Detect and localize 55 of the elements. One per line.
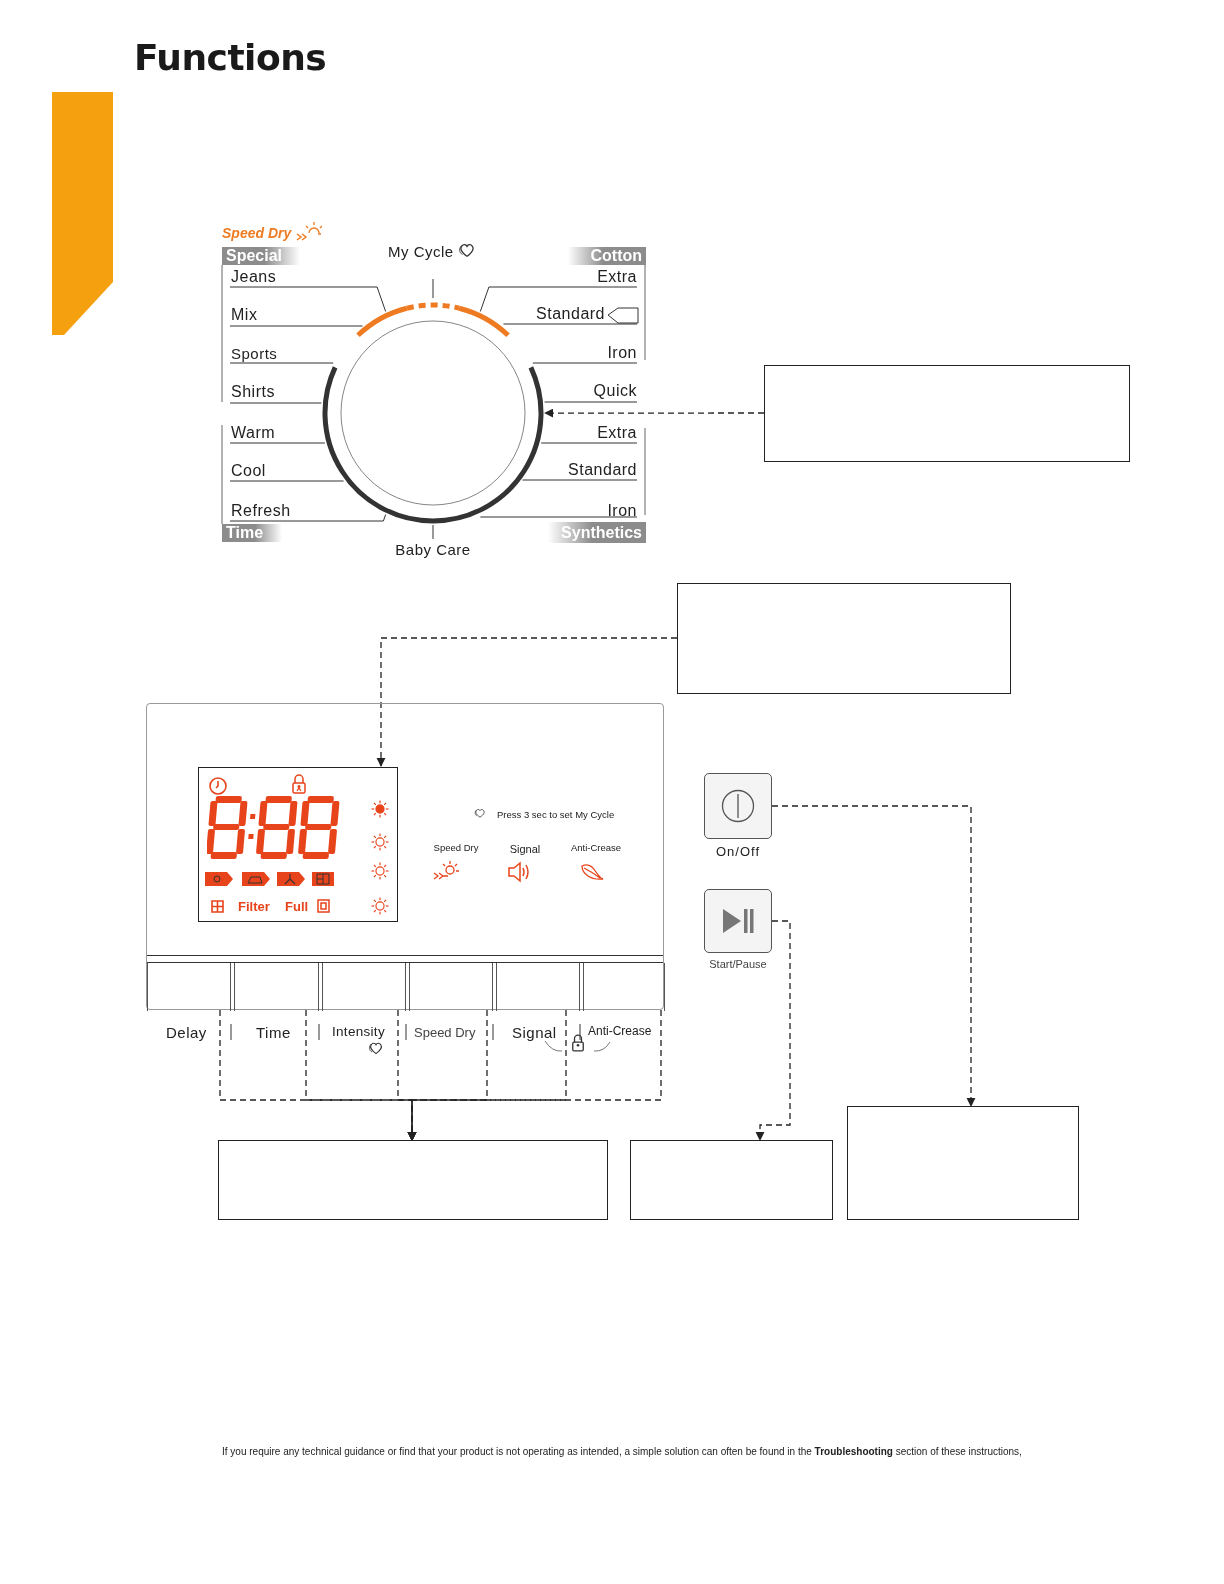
- display-text: Filter: [238, 900, 270, 913]
- dial-label: Cool: [231, 463, 266, 479]
- category-header: Cotton: [568, 247, 646, 265]
- dial-label: Warm: [231, 425, 276, 441]
- panel-label: Press 3 sec to set My Cycle: [497, 810, 615, 820]
- button-label: Time: [256, 1024, 291, 1040]
- dashed-arrow: [407, 1009, 662, 1141]
- dial-label: Baby Care: [395, 541, 471, 557]
- panel-button: [409, 963, 493, 1011]
- dashed-arrow: [771, 805, 976, 1107]
- panel-label: Anti-Crease: [570, 843, 622, 853]
- dial-label: Jeans: [231, 269, 277, 285]
- button-label: Speed Dry: [414, 1025, 476, 1039]
- panel-button: [147, 963, 231, 1011]
- panel-button: [322, 963, 406, 1011]
- dial-label: My Cycle: [388, 243, 454, 259]
- empty-text-box: [764, 365, 1130, 462]
- dial-label: Extra: [597, 425, 637, 441]
- empty-text-box: [677, 583, 1011, 694]
- dial-label: Speed Dry: [222, 226, 292, 240]
- button-label: Intensity: [332, 1025, 385, 1039]
- dial-label: Shirts: [231, 384, 275, 400]
- dial-label: Refresh: [231, 503, 291, 519]
- control-panel: [146, 703, 664, 1010]
- dial-label: Iron: [607, 503, 637, 519]
- dial-label: Extra: [597, 269, 637, 285]
- dial-label: Standard: [568, 462, 637, 478]
- page-title: Functions: [134, 40, 327, 76]
- empty-text-box: [218, 1140, 608, 1220]
- dashed-arrow: [376, 637, 678, 767]
- dashed-arrow: [755, 920, 791, 1141]
- button-label: Signal: [512, 1024, 557, 1040]
- button-label: On/Off: [715, 845, 761, 858]
- panel-label: Signal: [509, 843, 541, 855]
- dial-label: Quick: [593, 383, 637, 399]
- button-label: Anti-Crease: [588, 1025, 652, 1037]
- dial-label: Mix: [231, 307, 258, 323]
- panel-button: [234, 963, 319, 1011]
- button-label: Delay: [166, 1024, 207, 1040]
- dial-label: Standard: [536, 306, 605, 322]
- empty-text-box: [630, 1140, 833, 1220]
- side-tab: [52, 92, 113, 335]
- footer-note: If you require any technical guidance or find that your product is not operating as intended, a simple solution can often be found in the Troubleshooting section of these instructions,: [222, 1446, 1022, 1459]
- button-label: Start/Pause: [709, 959, 767, 970]
- empty-text-box: [847, 1106, 1079, 1220]
- category-header: Special: [222, 247, 300, 265]
- display-text: Full: [285, 900, 309, 913]
- dashed-arrow: [544, 408, 765, 418]
- dial-label: Sports: [231, 345, 278, 361]
- panel-button: [583, 963, 665, 1011]
- category-header: Time: [222, 524, 282, 542]
- lcd-display: [198, 767, 398, 922]
- dial-label: Iron: [607, 345, 637, 361]
- panel-label: Speed Dry: [433, 843, 479, 853]
- panel-button: [496, 963, 580, 1011]
